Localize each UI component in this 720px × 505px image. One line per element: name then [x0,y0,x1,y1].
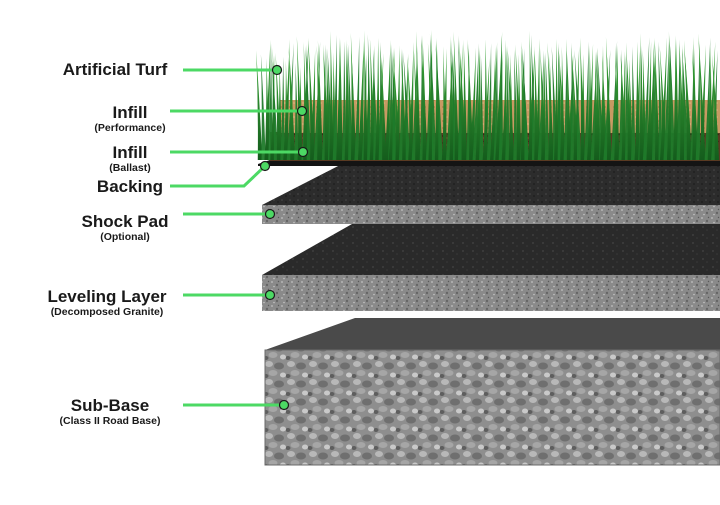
connector-sub-base-dot [278,399,290,411]
leveling-layer-block [262,275,720,311]
artificial-turf-layer [256,30,720,161]
label-backing: Backing [96,177,164,196]
connector-infill-ballast-dot [297,146,309,158]
connector-backing-dot [259,160,271,172]
connector-artificial-turf-dot [271,64,283,76]
shock-pad-top [262,164,720,205]
backing-layer [258,160,720,166]
label-sub-base: Sub-Base (Class II Road Base) [59,396,161,427]
label-infill-performance: Infill (Performance) [94,103,166,134]
label-artificial-turf: Artificial Turf [62,60,168,79]
sub-base-top [265,318,720,350]
label-infill-ballast: Infill (Ballast) [109,143,151,174]
label-leveling-layer: Leveling Layer (Decomposed Granite) [47,287,167,318]
connector-shock-pad-dot [264,208,276,220]
connector-infill-performance-dot [296,105,308,117]
sub-base-block [265,350,720,465]
connector-leveling-layer-dot [264,289,276,301]
connector-backing [170,164,267,188]
shock-pad-block [262,205,720,224]
label-shock-pad: Shock Pad (Optional) [81,212,169,243]
leveling-layer-top [262,224,720,275]
connector-lines [170,64,309,411]
